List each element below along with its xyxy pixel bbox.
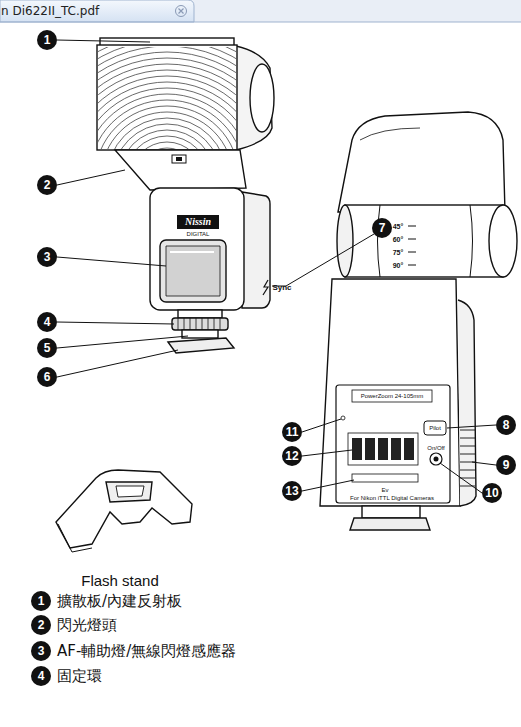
brand-logo: Nissin [185,217,211,227]
panel-text: For Nikon iTTL Digital Cameras [350,495,434,501]
panel-text: DIGITAL [187,231,210,237]
callout-number: 2 [37,175,57,195]
front-flash [11,22,323,353]
callout-number: 6 [37,367,57,387]
callout-number: 11 [282,422,302,442]
callout-number: 8 [496,415,516,435]
panel-text: Ev [381,487,388,493]
panel-text: On/Off [427,445,445,451]
callout-number: 5 [37,338,57,358]
angle-mark: 75° [393,249,404,256]
leader-lines [57,40,496,493]
tab-bar [0,0,521,22]
callout-number: 4 [31,666,51,686]
part-name: 擴散板/內建反射板 [57,594,182,609]
callout-number: 1 [31,591,51,611]
part-name: 閃光燈頭 [57,618,117,633]
file-tab-title: n Di622II_TC.pdf [1,5,99,17]
callout-number: 13 [282,481,302,501]
accessory-caption: Flash stand [81,573,159,588]
callout-number: 1 [37,30,57,50]
callout-number: 4 [37,312,57,332]
callout-number: 10 [482,483,502,503]
callout-number: 7 [372,218,392,238]
callout-number: 9 [496,455,516,475]
angle-mark: 90° [393,262,404,269]
angle-mark: 45° [393,223,404,230]
angle-mark: 60° [393,236,404,243]
callout-number: 2 [31,615,51,635]
callout-number: 12 [282,446,302,466]
callout-number: 3 [37,247,57,267]
part-name: AF-輔助燈/無線閃燈感應器 [57,644,236,659]
panel-text: PowerZoom 24-105mm [361,393,424,399]
port-label: Sync [272,284,291,292]
panel-text: Pilot [429,425,441,431]
callout-number: 3 [31,641,51,661]
part-name: 固定環 [57,669,102,684]
back-flash [320,112,517,530]
flash-stand [56,470,192,552]
